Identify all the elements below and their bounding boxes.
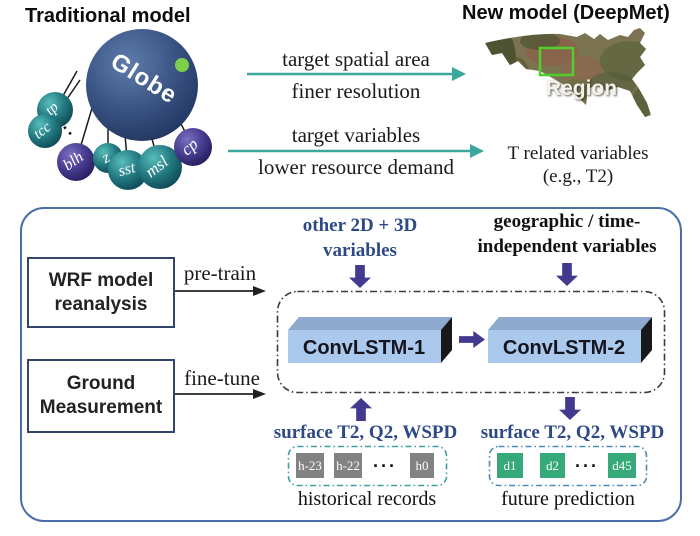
globe-cluster-graphic: Globe ··· tp tcc blh z sst msl <box>28 29 212 190</box>
wrf-box-line1: WRF model <box>48 269 154 291</box>
geo-variables-line1: geographic / time- <box>493 211 641 232</box>
arrow2-label-below: lower resource demand <box>258 155 454 179</box>
pretrain-label: pre-train <box>183 261 257 285</box>
ground-box-line2: Measurement <box>39 397 163 418</box>
region-label: Region <box>545 77 618 100</box>
finetune-arrow <box>172 389 266 399</box>
t-variables-caption: T related variables (e.g., T2) <box>468 142 688 188</box>
satellite-sphere-tcc: tcc <box>28 114 62 148</box>
t-variables-caption-line2: (e.g., T2) <box>542 166 614 187</box>
globe-sphere: Globe <box>86 29 198 141</box>
t-variables-caption-line1: T related variables <box>507 143 649 164</box>
arrow1-label-below: finer resolution <box>291 79 421 103</box>
finetune-label: fine-tune <box>184 366 260 390</box>
hist-cell-h23: h-23 <box>296 453 324 478</box>
flow-arrow-spatial <box>247 67 466 81</box>
other-variables-line2: variables <box>323 240 397 261</box>
convlstm1-block: ConvLSTM-1 <box>288 317 452 363</box>
globe-target-dot <box>175 58 189 72</box>
future-cell-d1: d1 <box>497 453 523 478</box>
ground-measurement-box: Ground Measurement <box>27 359 175 433</box>
hist-cell-h0: h0 <box>410 453 434 478</box>
new-model-title: New model (DeepMet) <box>462 2 670 24</box>
arrow2-label-above: target variables <box>291 123 421 147</box>
future-prediction-caption: future prediction <box>501 488 635 510</box>
geo-variables-label: geographic / time- independent variables <box>459 209 675 259</box>
pretrain-arrow <box>172 286 266 296</box>
model-core-box <box>276 290 666 394</box>
usa-satellite-map <box>485 28 651 117</box>
surface-vars-right-label: surface T2, Q2, WSPD <box>480 422 665 443</box>
future-ellipsis: ··· <box>575 456 599 476</box>
wrf-reanalysis-box: WRF model reanalysis <box>27 257 175 328</box>
wrf-box-line2: reanalysis <box>54 293 148 315</box>
satellite-sphere-cp: cp <box>174 128 212 166</box>
convlstm2-block: ConvLSTM-2 <box>488 317 652 363</box>
satellite-sphere-blh: blh <box>57 143 95 181</box>
hist-ellipsis: ··· <box>373 456 397 476</box>
historical-records-caption: historical records <box>297 488 437 510</box>
future-cell-d2: d2 <box>540 453 565 478</box>
geo-variables-line2: independent variables <box>477 236 657 257</box>
traditional-model-title: Traditional model <box>25 5 191 27</box>
other-variables-label: other 2D + 3D variables <box>280 213 440 263</box>
arrow1-label-above: target spatial area <box>282 47 430 71</box>
hist-cell-h22: h-22 <box>334 453 362 478</box>
future-prediction-box <box>488 445 648 487</box>
flow-arrow-variables <box>228 144 484 158</box>
future-cell-d45: d45 <box>608 453 636 478</box>
region-highlight-rect <box>538 46 575 77</box>
other-variables-line1: other 2D + 3D <box>302 215 418 236</box>
ground-box-line1: Ground <box>66 373 136 394</box>
historical-records-box <box>287 445 448 487</box>
surface-vars-left-label: surface T2, Q2, WSPD <box>273 422 458 443</box>
pipeline-panel <box>20 207 682 522</box>
